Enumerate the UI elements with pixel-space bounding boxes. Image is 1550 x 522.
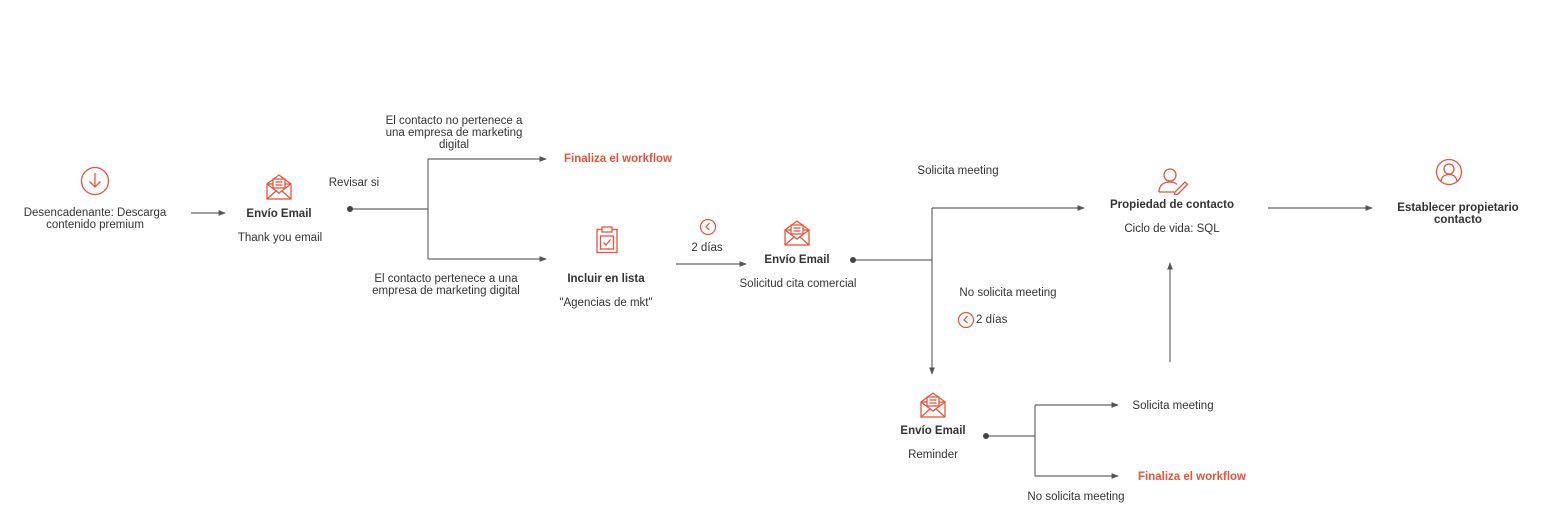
envelope-icon	[782, 219, 812, 247]
delay2-label: 2 días	[976, 314, 1008, 326]
connector-dot	[850, 257, 856, 263]
user-edit-icon	[1157, 167, 1189, 196]
property-subtitle: Ciclo de vida: SQL	[1124, 223, 1220, 235]
email1-title: Envío Email	[246, 208, 312, 220]
reminder-yes-label: Solicita meeting	[1132, 400, 1214, 412]
end-workflow-label: Finaliza el workflow	[564, 153, 672, 165]
user-circle-icon	[1435, 158, 1463, 186]
trigger-label: Desencadenante: Descarga contenido premi…	[23, 207, 167, 231]
email3-title: Envío Email	[900, 425, 966, 437]
connector-dot	[983, 433, 989, 439]
clock-icon	[957, 311, 975, 329]
connector-dot	[347, 206, 353, 212]
email1-subtitle: Thank you email	[237, 232, 323, 244]
download-circle-icon	[80, 166, 110, 196]
reminder-no-label: No solicita meeting	[1027, 491, 1125, 503]
envelope-icon	[918, 391, 948, 419]
branch-no-label: El contacto no pertenece a una empresa d…	[385, 115, 523, 151]
check-label: Revisar si	[328, 177, 380, 189]
email2-title: Envío Email	[764, 254, 830, 266]
list-title: Incluir en lista	[567, 273, 645, 285]
branch-yes-label: El contacto pertenece a una empresa de m…	[372, 273, 520, 297]
meeting-yes-label: Solicita meeting	[917, 165, 999, 177]
reminder-end-label: Finaliza el workflow	[1138, 471, 1246, 483]
property-title: Propiedad de contacto	[1110, 199, 1234, 211]
delay1-label: 2 días	[691, 242, 723, 254]
email2-subtitle: Solicitud cita comercial	[739, 278, 857, 290]
list-subtitle: "Agencias de mkt"	[559, 297, 653, 309]
email3-subtitle: Reminder	[908, 449, 958, 461]
clipboard-check-icon	[595, 226, 619, 254]
envelope-icon	[264, 173, 294, 201]
clock-icon	[699, 218, 717, 236]
meeting-no-label: No solicita meeting	[959, 287, 1057, 299]
owner-title: Establecer propietario contacto	[1397, 202, 1519, 226]
